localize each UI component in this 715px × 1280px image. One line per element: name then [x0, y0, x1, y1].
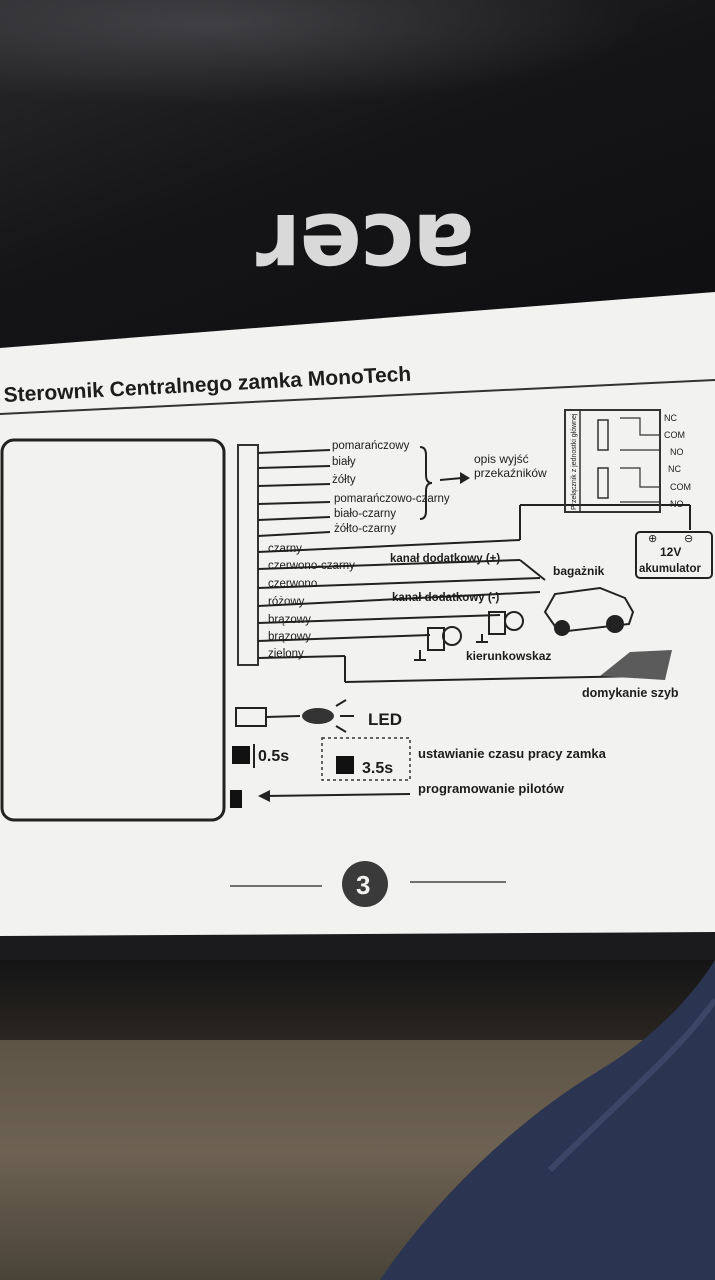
wire-label-red-black: czerwono-czarny: [268, 560, 355, 572]
wire-label-white-black: biało-czarny: [334, 508, 396, 520]
battery-label: akumulator: [639, 563, 702, 575]
indicator-lamps: [414, 611, 524, 661]
paper-sheet: [0, 292, 715, 936]
relay-com-2: COM: [670, 482, 691, 492]
wire-label-yellow-black: żółto-czarny: [334, 523, 396, 535]
desk-shadow: [0, 960, 715, 1040]
battery-icon: ⊕ ⊖ 12V akumulator: [635, 531, 713, 579]
jumper-long-frame: [321, 737, 411, 781]
relay-no-2: NO: [670, 499, 684, 509]
prog-arrow-line: [264, 793, 411, 797]
title-rule: [0, 379, 715, 415]
relay-nc-2: NC: [668, 464, 681, 474]
relay-note-2: przekaźników: [474, 466, 547, 480]
relay-note-1: opis wyjść: [474, 452, 529, 466]
window-icon: [600, 650, 672, 680]
laptop-lid: acer: [0, 0, 715, 360]
relay-nc-1: NC: [664, 413, 677, 423]
jumper-long: [336, 756, 354, 774]
time-long-label: 3.5s: [362, 760, 393, 777]
remote-prog-label: programowanie pilotów: [418, 781, 565, 796]
laptop-texture: [0, 0, 715, 120]
wire-label-orange: pomarańczowy: [332, 440, 410, 452]
control-unit-box: [0, 438, 226, 822]
indicator-label: kierunkowskaz: [466, 649, 551, 663]
led-connector: [235, 699, 354, 733]
connector-block: [237, 444, 259, 666]
battery-voltage: 12V: [660, 545, 681, 559]
wire-label-white: biały: [332, 456, 356, 468]
led-label: LED: [368, 710, 402, 729]
wire-label-pink: różowy: [268, 596, 305, 608]
battery-minus: ⊖: [684, 533, 693, 545]
car-icon: [543, 586, 635, 636]
wire-label-red: czerwono: [268, 578, 317, 590]
windows-label: domykanie szyb: [582, 686, 679, 700]
relay-box-label: Przełącznik z jednostki głównej: [571, 413, 578, 510]
wire-label-yellow: żółty: [332, 474, 356, 486]
wire-label-brown-2: brązowy: [268, 631, 311, 643]
prog-button: [230, 790, 242, 808]
wire-label-orange-black: pomarańczowo-czarny: [334, 493, 450, 505]
wire-label-green: zielony: [268, 648, 304, 660]
wire-lines: [257, 449, 691, 683]
aux-plus-label: kanał dodatkowy (+): [390, 553, 500, 565]
blue-cloth: [380, 960, 715, 1280]
relay-brace: [419, 446, 433, 520]
prog-arrow-head: [258, 790, 270, 802]
page-number: 3: [356, 870, 370, 900]
relay-com-1: COM: [664, 430, 685, 440]
relay-no-1: NO: [670, 447, 684, 457]
relay-module: Przełącznik z jednostki głównej: [564, 409, 661, 513]
aux-minus-label: kanał dodatkowy (-): [392, 592, 500, 604]
battery-plus: ⊕: [648, 533, 657, 545]
lock-time-label: ustawianie czasu pracy zamka: [418, 746, 607, 761]
wire-label-black: czarny: [268, 543, 302, 555]
wire-label-brown-1: brązowy: [268, 614, 311, 626]
page-number-circle: [342, 861, 388, 907]
jumper-short: [232, 746, 250, 764]
time-short-label: 0.5s: [258, 748, 289, 765]
relay-arrow-head: [460, 472, 470, 484]
trunk-label: bagażnik: [553, 564, 605, 578]
relay-arrow-line: [439, 477, 463, 481]
